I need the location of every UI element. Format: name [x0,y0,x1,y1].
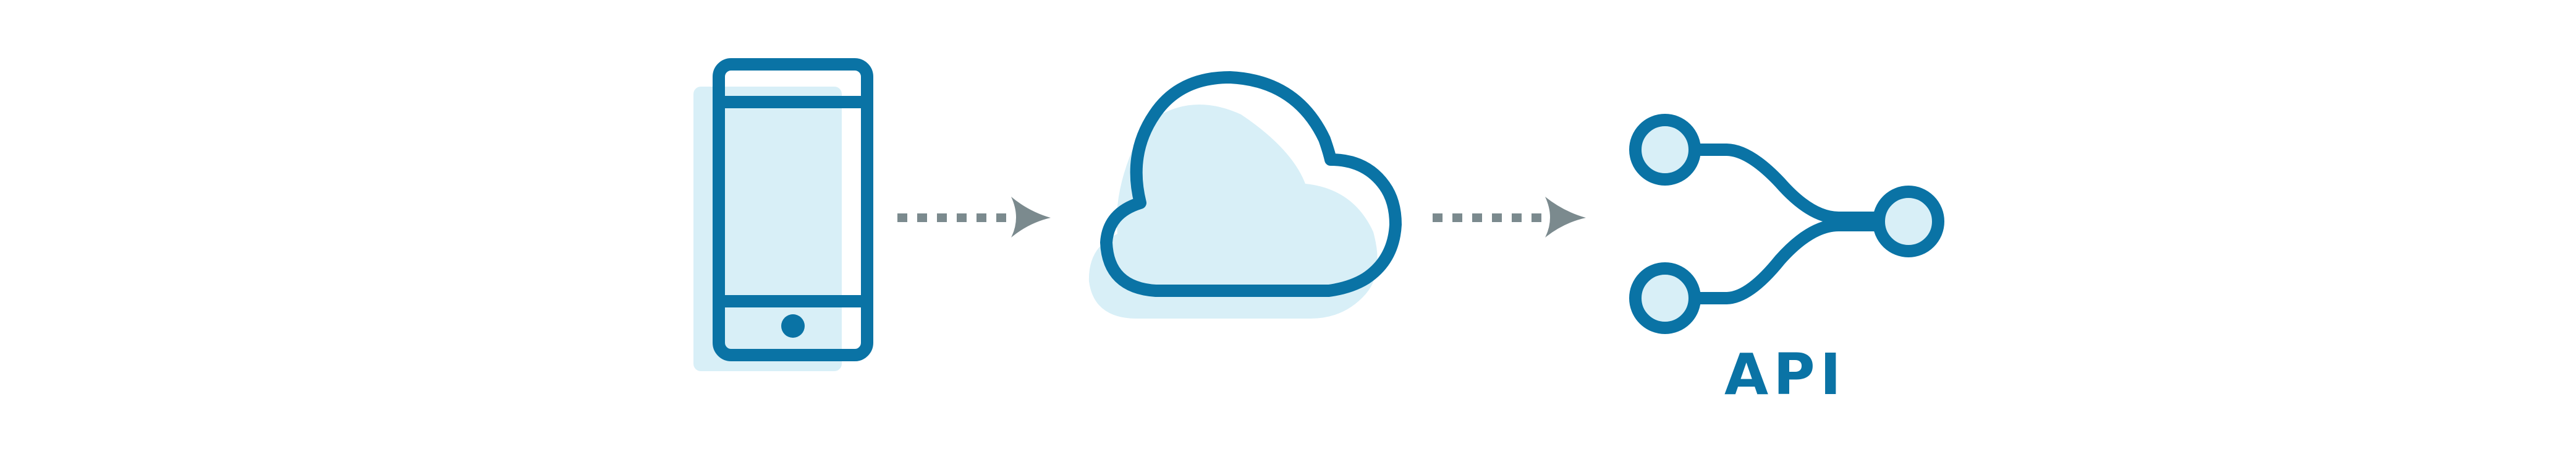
arrow-device-to-cloud [897,197,1051,238]
smartphone-icon [693,58,873,371]
output-node [1873,186,1944,257]
input-node-top [1629,114,1701,186]
merge-connector-icon [1629,114,1944,334]
home-button-icon [781,314,805,338]
cloud-icon [1088,71,1402,319]
input-node-bottom [1629,262,1701,334]
api-label: API [1724,341,1846,408]
arrow-cloud-to-api [1433,197,1586,238]
